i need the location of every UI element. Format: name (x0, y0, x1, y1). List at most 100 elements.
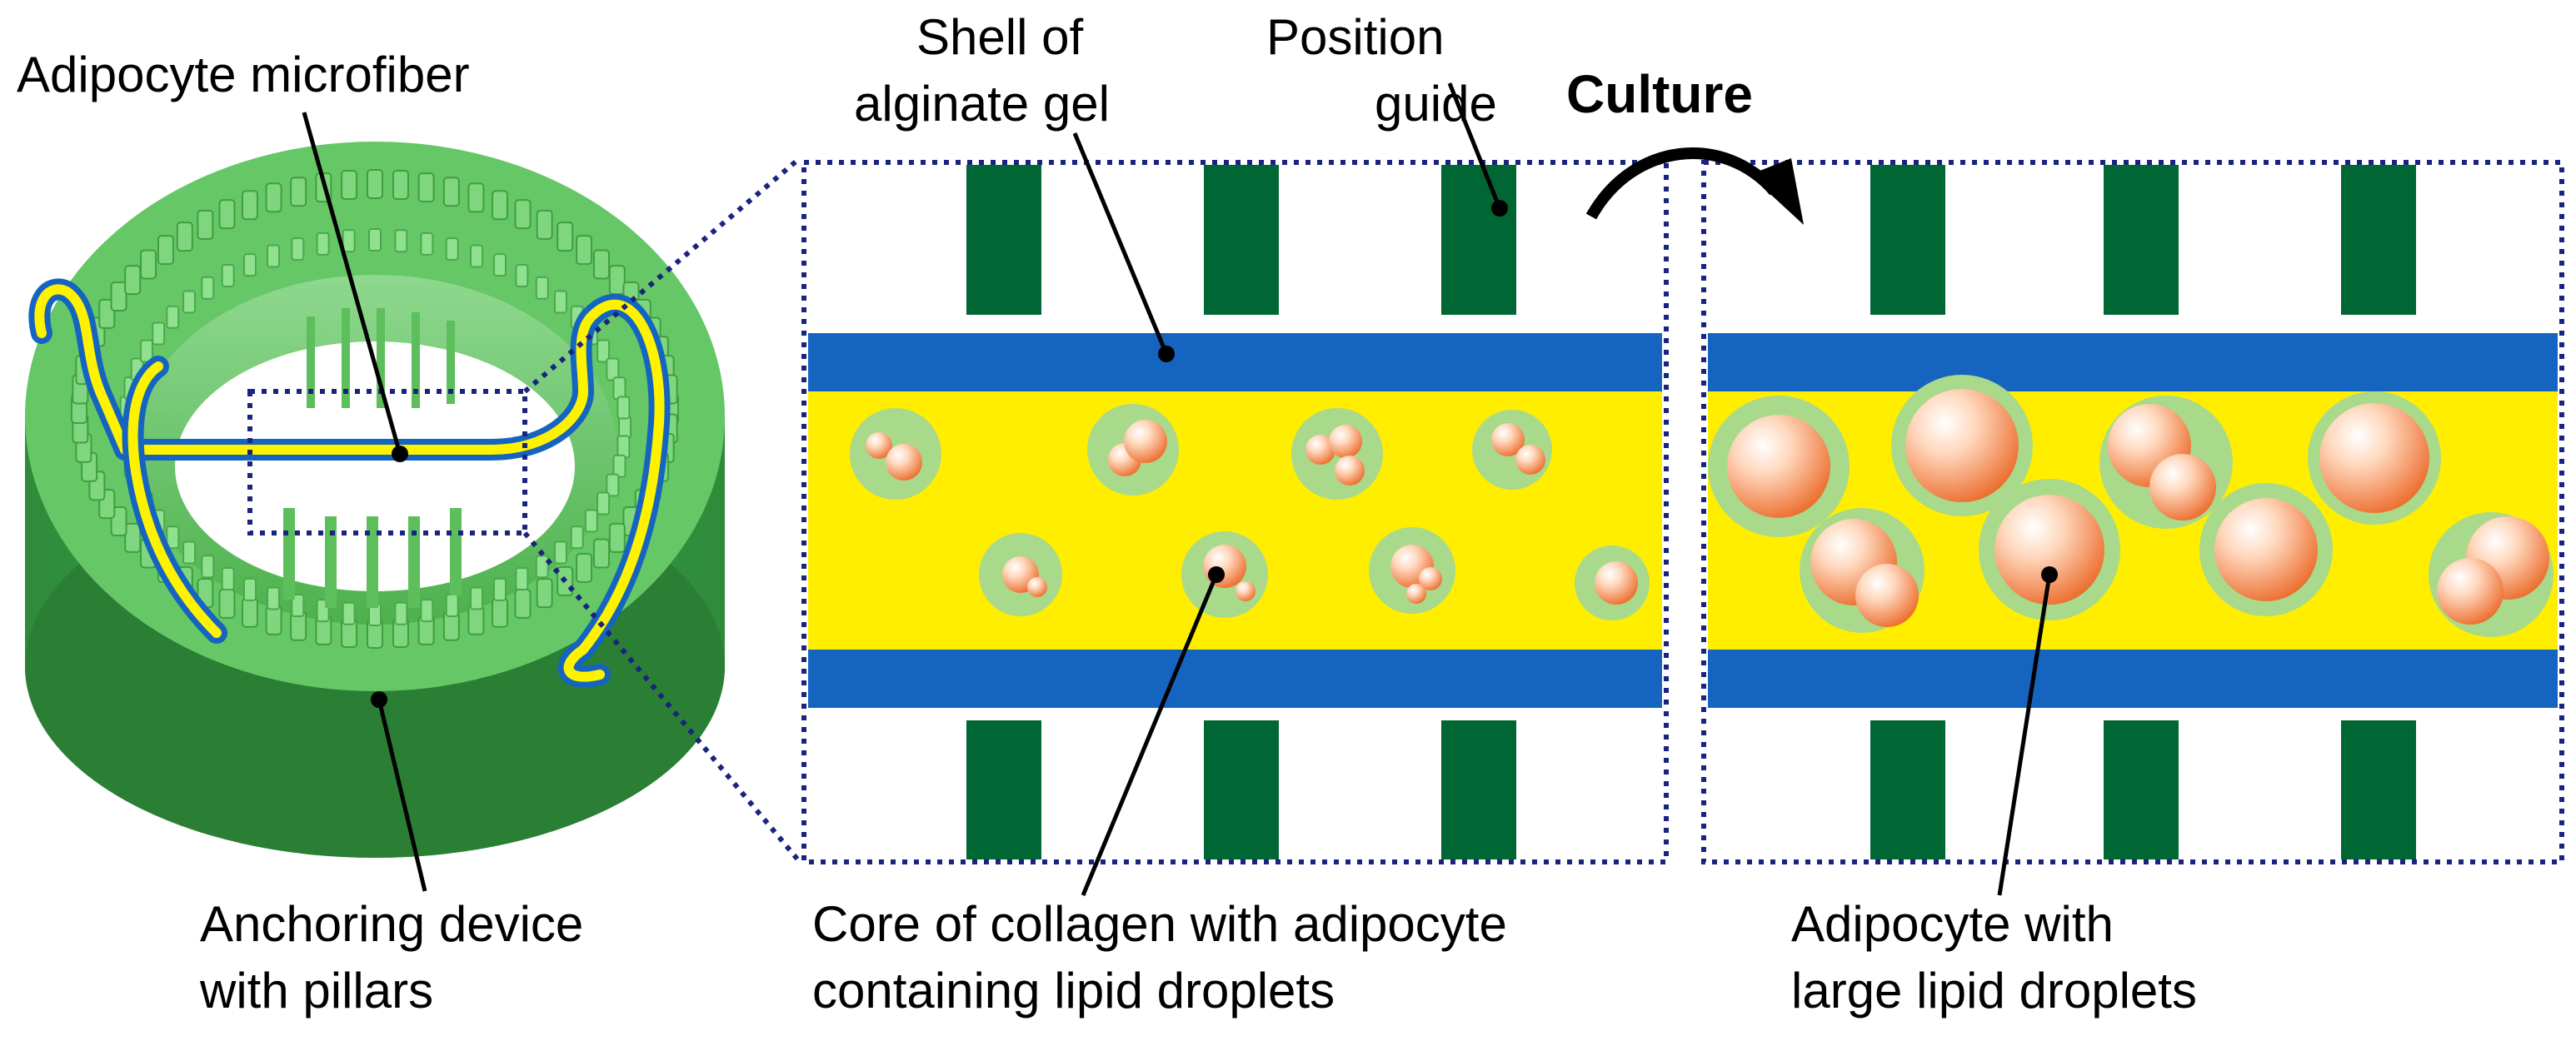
leader-anchoring (377, 699, 427, 892)
ring-pillar (576, 235, 593, 266)
lipid-droplet (1329, 425, 1362, 458)
label-core-line2: containing lipid droplets (812, 963, 1335, 1019)
leader-dot-core (1208, 566, 1225, 583)
ring-pillar (570, 525, 584, 550)
zoom-line-bottom (522, 531, 802, 864)
ring-pillar (467, 182, 485, 213)
label-core-line1: Core of collagen with adipocyte (812, 896, 1507, 952)
ring-pillar (201, 276, 215, 300)
leader-dot-anchoring (371, 691, 387, 708)
ring-pillar (608, 265, 626, 296)
ring-pillar (617, 396, 631, 420)
lipid-droplet (1727, 415, 1830, 518)
lipid-droplet (1305, 435, 1335, 465)
ring-pillar (417, 172, 435, 203)
ring-pillar (553, 540, 567, 565)
position-guide-pillar (2341, 720, 2416, 859)
ring-pillar (368, 228, 382, 252)
inner-pillars (283, 308, 462, 608)
label-anchoring-line2: with pillars (199, 963, 433, 1019)
ring-pillar (241, 597, 258, 628)
position-guide-pillar (2341, 165, 2416, 315)
lipid-droplet (2214, 498, 2318, 601)
lipid-droplet (886, 444, 922, 481)
position-guides-before (966, 165, 1516, 859)
ring-pillar (515, 567, 529, 591)
adipocyte-cell (1979, 479, 2120, 620)
ring-pillar (597, 491, 611, 516)
ring-pillar (493, 253, 507, 277)
ring-pillar (290, 177, 307, 207)
lipid-droplet (1515, 445, 1545, 475)
ring-pillar (243, 577, 257, 601)
lipid-droplet (2437, 558, 2504, 625)
lipid-droplet (1027, 577, 1047, 597)
ring-pillar (514, 588, 532, 619)
ring-pillar (182, 540, 197, 565)
adipocyte-cell (2099, 396, 2233, 529)
label-position-line2: guide (1375, 76, 1497, 132)
anchoring-device (25, 142, 802, 864)
ring-pillar (316, 232, 330, 256)
adipocyte-cell (850, 408, 941, 500)
adipocyte-cell (2429, 512, 2554, 637)
ring-pillar (612, 454, 627, 478)
ring-pillar (166, 305, 180, 329)
ring-pillar (535, 555, 549, 579)
ring-pillar (392, 170, 409, 201)
position-guide-pillar (2104, 720, 2179, 859)
ring-pillar (166, 525, 180, 550)
ring-pillar (241, 190, 258, 221)
ring-pillar (110, 281, 127, 311)
ring-pillar (124, 265, 142, 296)
ring-pillar (442, 177, 460, 207)
lipid-droplet (1855, 564, 1919, 627)
ring-pillar (266, 586, 280, 610)
lipid-droplet (866, 432, 892, 459)
ring-pillar (514, 199, 532, 230)
ring-pillar (157, 235, 174, 266)
ring-pillar (597, 339, 611, 363)
zoom-region (247, 389, 527, 535)
ring-pillar (584, 509, 598, 533)
ring-pillar (493, 577, 507, 601)
leader-shell (1072, 132, 1169, 355)
ring-hole (175, 341, 575, 591)
shell-top-after (1708, 333, 2558, 391)
ring-pillar (606, 473, 620, 497)
ring-pillar (266, 244, 280, 268)
ring-pillar (394, 229, 408, 253)
ring-pillar (536, 209, 553, 240)
label-anchoring-line1: Anchoring device (200, 896, 583, 952)
adipocyte-cell (2199, 483, 2333, 616)
lipid-droplet (1406, 584, 1426, 604)
lipid-droplet (1335, 456, 1365, 486)
label-large-line1: Adipocyte with (1791, 896, 2114, 952)
ring-pillar (576, 552, 593, 583)
ring-pillar (470, 586, 484, 610)
label-shell-line1: Shell of (916, 9, 1083, 65)
ring-pillar (197, 209, 214, 240)
ring-pillar (592, 538, 610, 569)
adipocyte-cell (1472, 410, 1552, 490)
lipid-droplet (1419, 567, 1442, 590)
ring-pillar (124, 522, 142, 553)
culture-arrowhead (1750, 158, 1804, 225)
adipocyte-cell (1708, 396, 1850, 537)
panel-after-culture (1701, 160, 2564, 864)
cells-large-droplets (1708, 375, 2554, 637)
ring-pillar (265, 605, 282, 635)
panel-before-culture (801, 160, 1669, 864)
ring-pillar (218, 588, 236, 619)
ring-pillar (608, 522, 626, 553)
position-guide-pillar (1441, 720, 1516, 859)
ring-pillar (618, 416, 632, 439)
ring-pillar (342, 229, 356, 253)
ring-pillar (492, 190, 509, 221)
ring-pillar (342, 601, 356, 625)
position-guide-pillar (1441, 165, 1516, 315)
adipocyte-cell (979, 533, 1062, 616)
ring-pillar (420, 232, 434, 256)
ring-pillar (182, 290, 197, 314)
